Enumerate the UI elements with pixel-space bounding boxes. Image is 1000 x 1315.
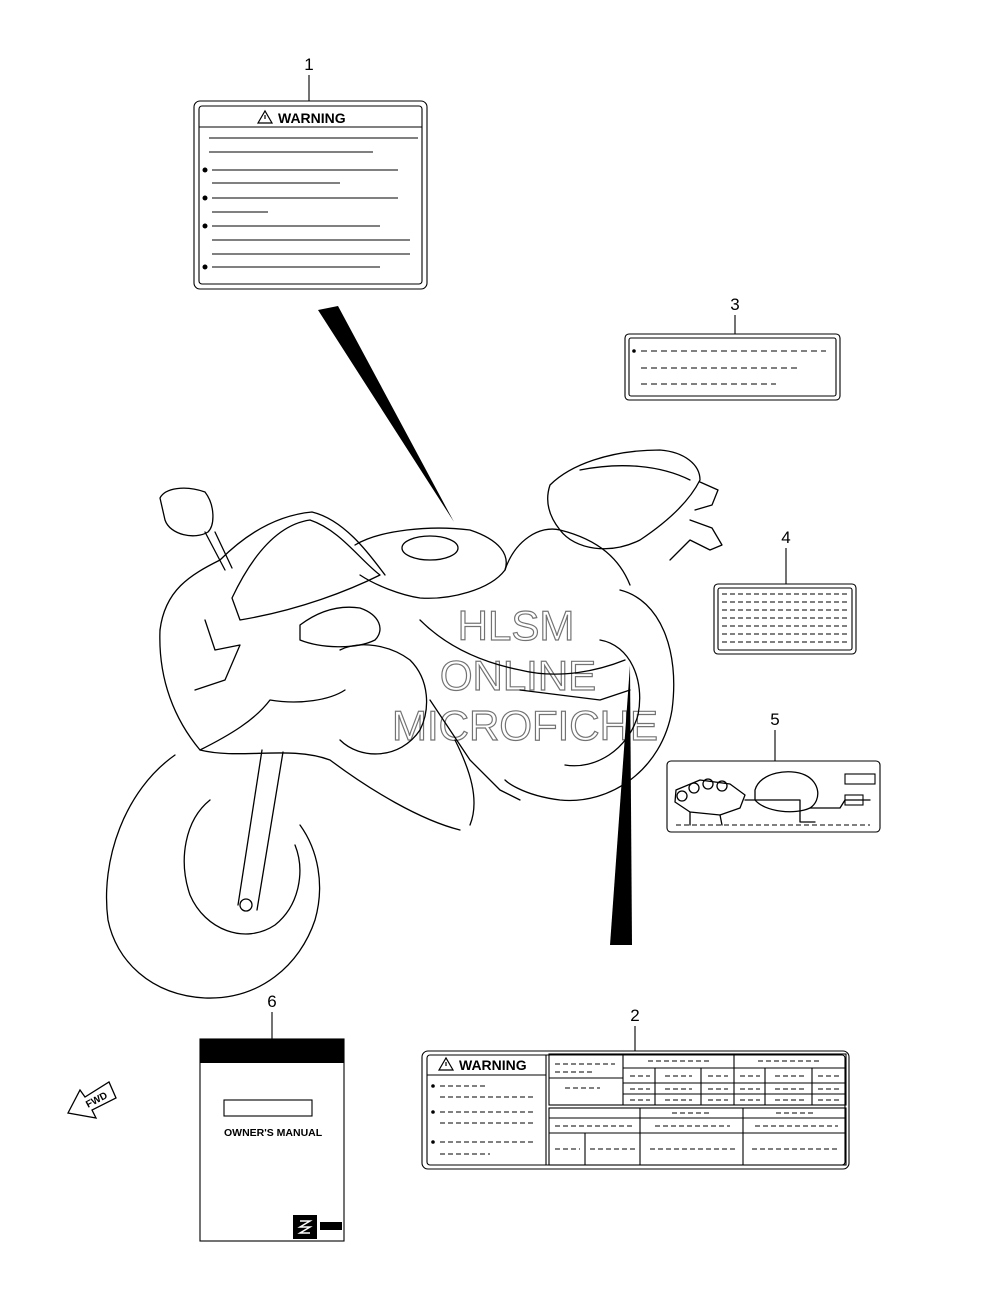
watermark-line1: HLSM — [458, 602, 575, 649]
callout-6: 6 — [267, 992, 276, 1011]
warning-triangle-icon — [256, 109, 274, 124]
label-6-title: OWNER'S MANUAL — [224, 1127, 323, 1139]
label-1-heading: WARNING — [278, 110, 346, 126]
callout-4: 4 — [781, 528, 790, 547]
label-3[interactable]: 3 — [624, 295, 841, 401]
callout-1: 1 — [304, 55, 313, 74]
warning-triangle-icon — [437, 1056, 455, 1071]
label-2-heading: WARNING — [459, 1057, 527, 1073]
label-5[interactable]: 5 — [666, 710, 881, 833]
engine-routing-sketch — [674, 771, 876, 826]
label-4[interactable]: 4 — [713, 528, 857, 655]
callout-3: 3 — [730, 295, 739, 314]
label-1[interactable]: 1 WARNING — [193, 55, 428, 290]
watermark-line3: MICROFICHE — [392, 702, 658, 749]
pointer-label-1 — [318, 306, 454, 522]
fwd-arrow-icon: FWD — [67, 1081, 117, 1119]
label-6-owners-manual[interactable]: 6 OWNER'S MANUAL — [199, 992, 345, 1242]
pointer-label-2 — [610, 665, 632, 945]
suzuki-logo-icon — [293, 1215, 317, 1239]
callout-5: 5 — [770, 710, 779, 729]
label-2[interactable]: 2 WARNING — [421, 1006, 850, 1170]
watermark: HLSM ONLINE MICROFICHE — [391, 601, 658, 749]
callout-2: 2 — [630, 1006, 639, 1025]
motorcycle-drawing — [105, 449, 723, 999]
watermark-line2: ONLINE — [440, 652, 596, 699]
